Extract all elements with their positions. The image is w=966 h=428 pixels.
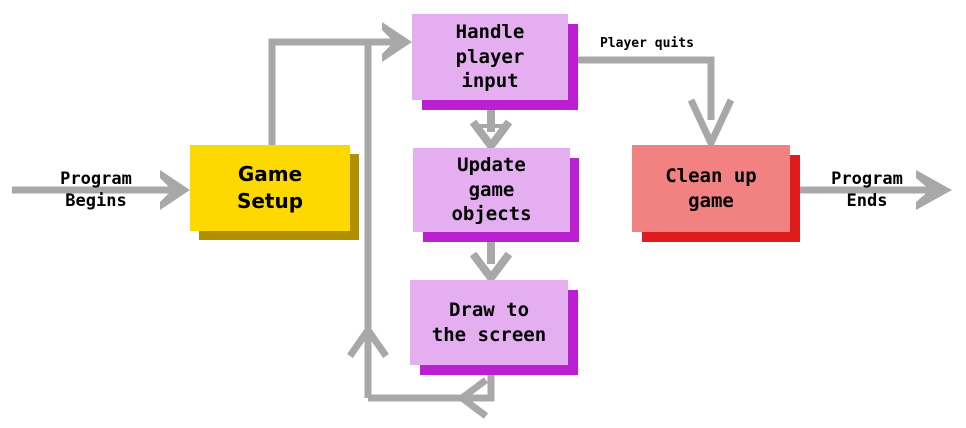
arrow-program-begins [12,170,190,210]
arrow-loop-return-vertical [347,38,400,398]
node-handle-player-input[interactable]: Handle player input [412,14,568,100]
node-update-game-objects-label: Update game objects [451,153,532,226]
arrow-draw-loop-back [368,375,495,419]
node-update-game-objects[interactable]: Update game objects [413,148,570,232]
node-handle-player-input-label: Handle player input [455,20,525,93]
arrow-handle-to-update [469,110,513,153]
label-program-ends: Program Ends [831,169,903,212]
arrow-player-quits [578,56,735,152]
label-program-begins: Program Begins [60,169,132,212]
node-draw-to-the-screen[interactable]: Draw to the screen [410,280,568,365]
node-game-setup[interactable]: Game Setup [190,145,350,231]
arrow-update-to-draw [469,242,513,285]
node-game-setup-label: Game Setup [236,162,304,213]
edge-label-player-quits: Player quits [600,36,694,51]
node-clean-up-game[interactable]: Clean up game [632,145,790,232]
node-draw-to-the-screen-label: Draw to the screen [431,298,547,346]
node-clean-up-game-label: Clean up game [665,164,757,212]
arrow-program-ends [800,170,952,210]
